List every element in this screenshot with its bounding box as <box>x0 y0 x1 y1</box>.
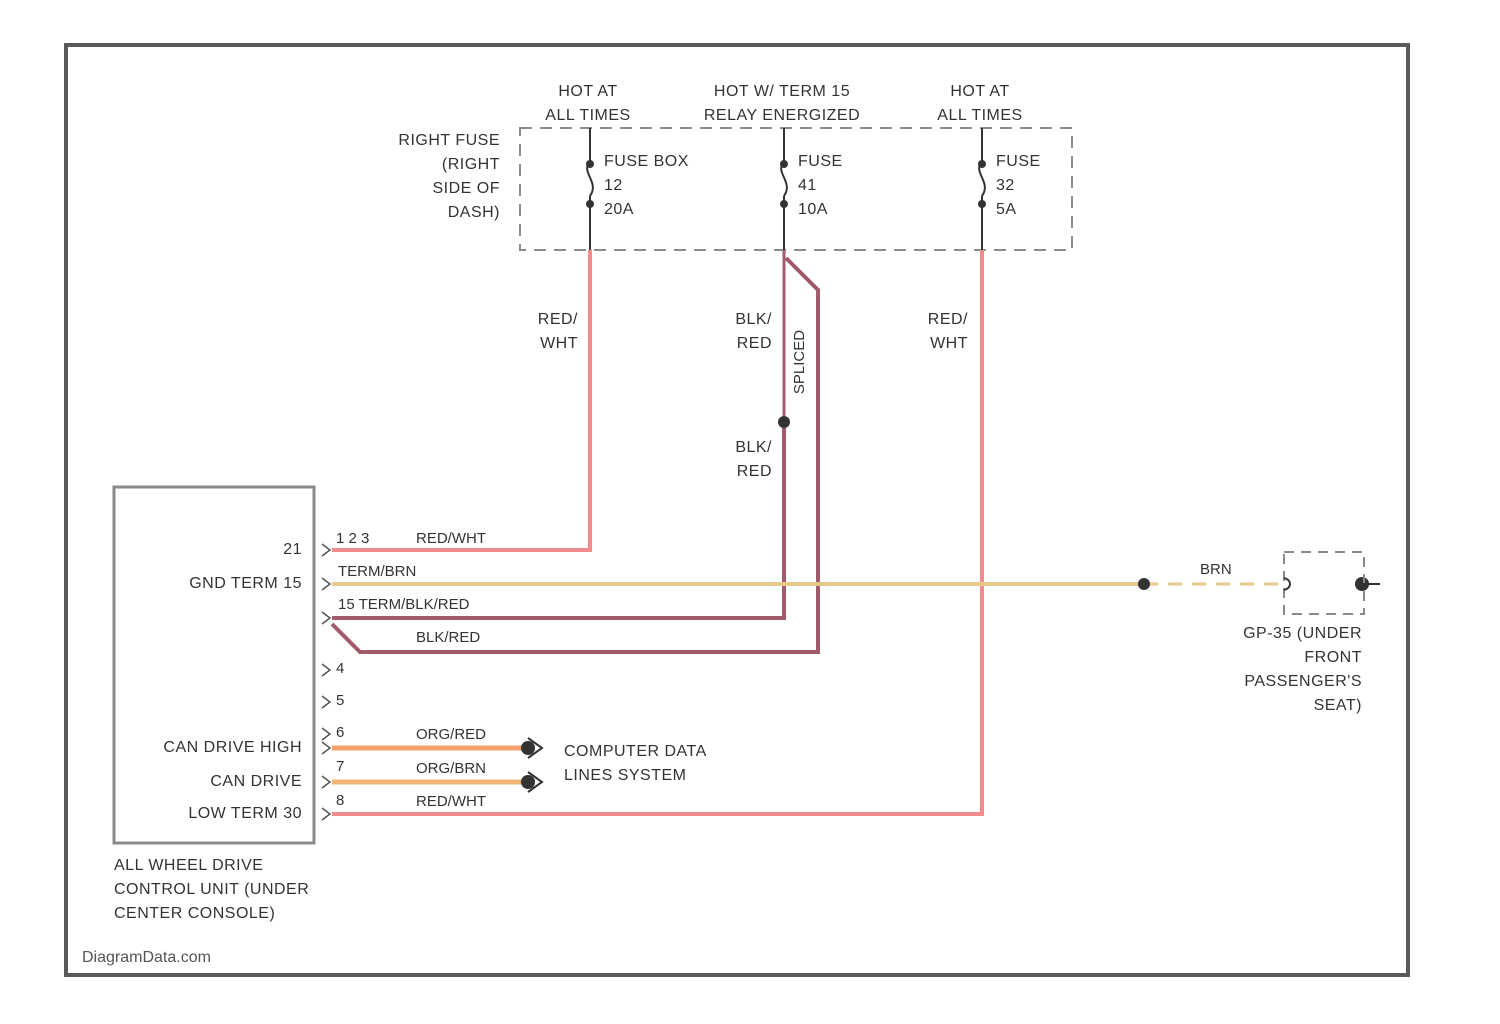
wire-label-mid-upper-line2: RED <box>737 335 772 352</box>
fuse-3-label-line3: 5A <box>996 201 1017 218</box>
can-low-arrow-dot <box>521 775 535 789</box>
fuse-2-label-line1: FUSE <box>798 153 843 170</box>
supply-label-1-line1: HOT AT <box>558 83 617 100</box>
pin-number-8: 8 <box>336 792 344 809</box>
wire-label-spliced: SPLICED <box>791 330 808 394</box>
cu-pin-label-low-term: LOW TERM 30 <box>188 805 302 822</box>
fuse-1-label-line1: FUSE BOX <box>604 153 689 170</box>
wire-red-wht-fuse-12 <box>332 250 590 550</box>
fuse-3-bottom-terminal <box>978 200 986 208</box>
supply-label-3-line2: ALL TIMES <box>937 107 1022 124</box>
cu-pin-label-can-drive: CAN DRIVE <box>210 773 302 790</box>
fuse-3-label-line1: FUSE <box>996 153 1041 170</box>
ground-label-line4: SEAT) <box>1314 697 1362 714</box>
ground-label-line2: FRONT <box>1304 649 1362 666</box>
wire-label-right-vert-line2: WHT <box>930 335 968 352</box>
wire-label-h3: 15 TERM/BLK/RED <box>338 596 470 613</box>
wire-label-mid-upper-line1: BLK/ <box>735 311 772 328</box>
control-unit-name-line2: CONTROL UNIT (UNDER <box>114 881 309 898</box>
ground-label-line3: PASSENGER'S <box>1244 673 1362 690</box>
ground-label-line1: GP-35 (UNDER <box>1243 625 1362 642</box>
supply-label-2-line2: RELAY ENERGIZED <box>704 107 860 124</box>
fuse-3-label-line2: 32 <box>996 177 1015 194</box>
control-unit-name-line1: ALL WHEEL DRIVE <box>114 857 263 874</box>
splice-dot <box>778 416 790 428</box>
fuse-location-line4: DASH) <box>448 204 500 221</box>
supply-label-1-line2: ALL TIMES <box>545 107 630 124</box>
fuse-1-top-terminal <box>586 160 594 168</box>
wire-label-h7: RED/WHT <box>416 793 486 810</box>
data-lines-label-line1: COMPUTER DATA <box>564 743 707 760</box>
fuse-box-outline <box>520 128 1072 250</box>
fuse-location-line3: SIDE OF <box>432 180 500 197</box>
wire-label-h6: ORG/BRN <box>416 760 486 777</box>
fuse-symbol-3 <box>979 128 985 250</box>
supply-label-3-line1: HOT AT <box>950 83 1009 100</box>
fuse-2-label-line3: 10A <box>798 201 828 218</box>
cu-pin-label-can-high: CAN DRIVE HIGH <box>163 739 302 756</box>
supply-label-2-line1: HOT W/ TERM 15 <box>714 83 850 100</box>
pin-number-5: 5 <box>336 692 344 709</box>
fuse-symbol-2 <box>781 128 787 250</box>
pin-number-7: 7 <box>336 758 344 775</box>
can-high-arrow-dot <box>521 741 535 755</box>
fuse-2-top-terminal <box>780 160 788 168</box>
ground-connector-box <box>1284 552 1364 614</box>
wire-label-h1: RED/WHT <box>416 530 486 547</box>
pin-number-4: 4 <box>336 660 344 677</box>
wire-label-right-vert-line1: RED/ <box>928 311 968 328</box>
control-unit-name-line3: CENTER CONSOLE) <box>114 905 275 922</box>
cu-pin-label-gnd: GND TERM 15 <box>189 575 302 592</box>
connector-pins <box>322 544 330 820</box>
cu-pin-label-21: 21 <box>283 541 302 558</box>
ground-junction-dot <box>1138 578 1150 590</box>
wire-blk-red-splice-to-pin <box>332 422 784 618</box>
wire-label-h5: ORG/RED <box>416 726 486 743</box>
wire-label-left-vert-line1: RED/ <box>538 311 578 328</box>
fuse-symbol-1 <box>587 128 593 250</box>
wire-label-mid-lower-line2: RED <box>737 463 772 480</box>
fuse-2-label-line2: 41 <box>798 177 817 194</box>
wire-label-h2: TERM/BRN <box>338 563 416 580</box>
fuse-1-label-line2: 12 <box>604 177 623 194</box>
wire-label-h4: BLK/RED <box>416 629 480 646</box>
wire-label-brn: BRN <box>1200 561 1232 578</box>
wire-label-mid-lower-line1: BLK/ <box>735 439 772 456</box>
pin-number-top: 1 2 3 <box>336 530 369 547</box>
fuse-2-bottom-terminal <box>780 200 788 208</box>
fuse-1-bottom-terminal <box>586 200 594 208</box>
diagram-frame <box>66 45 1408 975</box>
fuse-1-label-line3: 20A <box>604 201 634 218</box>
watermark: DiagramData.com <box>82 949 211 966</box>
pin-number-6: 6 <box>336 724 344 741</box>
fuse-location-line1: RIGHT FUSE <box>398 132 500 149</box>
wire-label-left-vert-line2: WHT <box>540 335 578 352</box>
fuse-location-line2: (RIGHT <box>442 156 500 173</box>
data-lines-label-line2: LINES SYSTEM <box>564 767 686 784</box>
fuse-3-top-terminal <box>978 160 986 168</box>
